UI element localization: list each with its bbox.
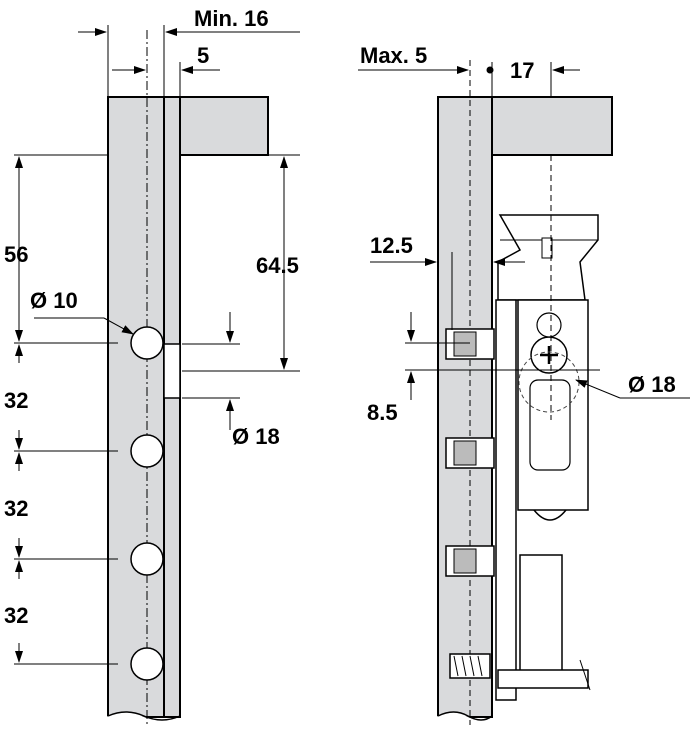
- hole-2: [130, 434, 164, 468]
- cam-washer: [536, 312, 562, 338]
- dim-label-height: 8.5: [367, 400, 398, 425]
- connector-3: [445, 545, 495, 577]
- left-view: Min. 16 5 56 Ø 10 32 32 32: [4, 6, 300, 730]
- dim-label-bore-dia: Ø 18: [232, 424, 280, 449]
- hole-4: [130, 647, 164, 681]
- housing-slot: [541, 237, 553, 259]
- right-break-line: [437, 711, 493, 721]
- left-side-panel: [107, 96, 165, 718]
- connector-2: [445, 437, 495, 469]
- cross-head-icon: [540, 346, 558, 364]
- dim-label-hole-dia: Ø 10: [30, 288, 78, 313]
- left-break-mask: [106, 712, 184, 730]
- right-break-mask: [436, 712, 500, 730]
- dim-label-depth: 17: [510, 58, 534, 83]
- leader-arrow: [103, 317, 134, 335]
- hole-3: [130, 542, 164, 576]
- base-foot: [497, 669, 589, 689]
- left-rail-strip: [163, 96, 181, 718]
- lower-bracket: [519, 554, 563, 681]
- bracket-slot: [529, 379, 571, 471]
- dim-label-32a: 32: [4, 388, 28, 413]
- right-view: Max. 5 17 12.5 8.5 Ø 18: [358, 43, 690, 730]
- left-break-line: [107, 711, 181, 721]
- right-side-panel: [437, 96, 493, 718]
- dim-label-offset: 5: [197, 43, 209, 68]
- adjuster-screw: [449, 653, 491, 679]
- dim-label-32c: 32: [4, 603, 28, 628]
- bore-recess: [163, 343, 181, 399]
- dim-label-min: Min. 16: [194, 6, 269, 31]
- mounting-plate: [495, 299, 517, 701]
- dim-label-edge: 12.5: [370, 233, 413, 258]
- dim-label-56: 56: [4, 242, 28, 267]
- base-detail: [579, 659, 591, 691]
- connector-1: [445, 328, 495, 360]
- dim-label-max: Max. 5: [360, 43, 427, 68]
- dim-label-64-5: 64.5: [256, 253, 299, 278]
- leader-arrow: [575, 379, 621, 399]
- hole-1: [130, 326, 164, 360]
- dim-label-cam-dia: Ø 18: [628, 372, 676, 397]
- bracket-tab: [533, 509, 567, 521]
- dim-label-32b: 32: [4, 496, 28, 521]
